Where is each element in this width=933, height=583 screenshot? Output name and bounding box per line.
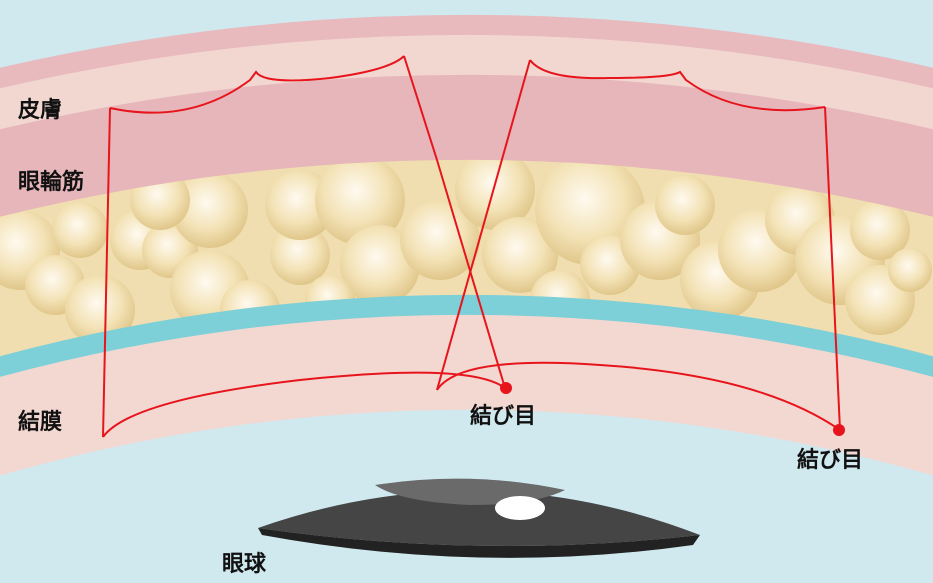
knot-center-marker: [500, 382, 512, 394]
suture-left-diagonal: [403, 55, 506, 389]
label-knot-center: 結び目: [470, 404, 537, 429]
fat-globules: [0, 159, 932, 345]
fat-globule: [315, 159, 405, 245]
fat-globule: [850, 200, 910, 260]
suture-right-top: [529, 59, 826, 112]
suture-bottom-left: [102, 371, 506, 438]
fat-globule: [655, 175, 715, 235]
suture-bottom-right: [436, 361, 841, 431]
fat-globule: [400, 200, 480, 280]
knot-right-marker: [833, 424, 845, 436]
suture-right-diagonal: [436, 59, 531, 391]
label-conjunctiva: 結膜: [18, 410, 63, 435]
suture-right-side: [824, 106, 841, 431]
fat-globule: [340, 225, 420, 305]
fat-globule: [65, 275, 135, 345]
label-skin: 皮膚: [18, 98, 63, 123]
fat-globule: [482, 217, 558, 293]
fat-globule: [455, 159, 535, 230]
label-eyeball: 眼球: [222, 552, 267, 577]
suture-left-side: [102, 107, 111, 438]
fat-globule: [270, 225, 330, 285]
label-knot-right: 結び目: [797, 448, 864, 473]
suture-left-top: [109, 55, 405, 114]
fat-globule: [172, 172, 248, 248]
label-orbicularis: 眼輪筋: [18, 170, 85, 195]
fat-globule: [888, 248, 932, 292]
pupil-highlight: [495, 496, 545, 520]
suture-lines: [102, 55, 841, 438]
fat-globule: [52, 202, 108, 258]
eyeball-iris: [258, 478, 700, 558]
